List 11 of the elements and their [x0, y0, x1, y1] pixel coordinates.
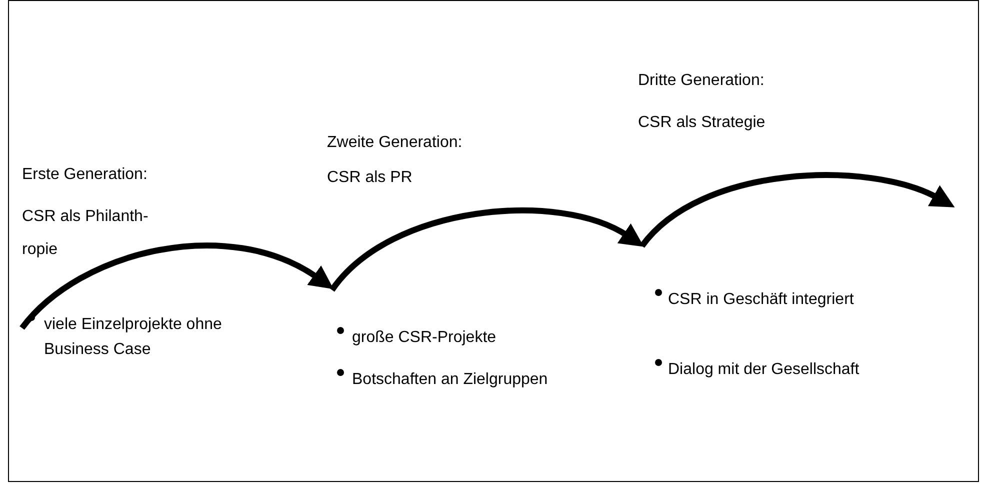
bullet-text: CSR in Geschäft integriert: [668, 290, 855, 310]
stage-heading: Zweite Generation:: [327, 133, 464, 153]
bullet-text: Dialog mit der Gesellschaft: [668, 360, 860, 380]
stage-heading: Dritte Generation:: [638, 71, 766, 91]
bullet-text: Botschaften an Zielgruppen: [352, 370, 549, 390]
bullet-text: große CSR-Projekte: [352, 328, 498, 348]
stage-title: CSR als Strategie: [638, 113, 766, 133]
bullet-text: viele Einzelprojekte ohne Business Case: [44, 315, 223, 360]
stage-heading: Erste Generation:: [22, 165, 148, 185]
stage-title: CSR als PR: [327, 168, 414, 188]
stage-title: CSR als Philanth-ropie: [22, 207, 150, 260]
